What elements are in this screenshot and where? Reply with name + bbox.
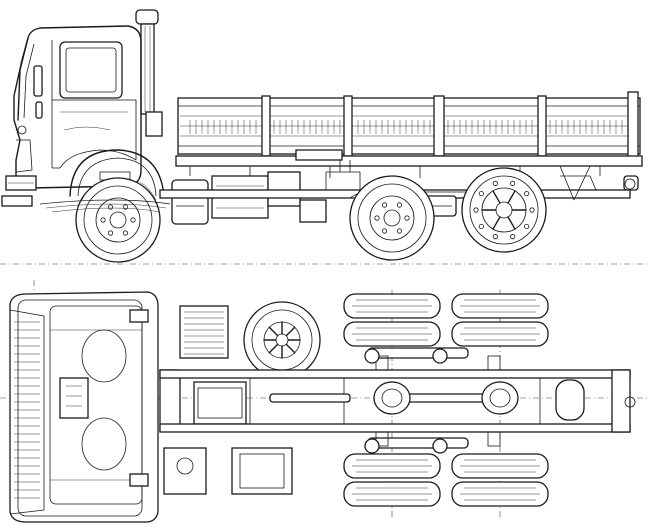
wheel-lug	[381, 202, 388, 208]
wheel-lug	[396, 228, 403, 234]
cab-top	[9, 291, 159, 523]
rear-support	[559, 165, 591, 201]
wheel-lug	[492, 234, 498, 240]
tail-light	[624, 178, 636, 190]
wheel-lug	[374, 215, 380, 221]
front-wheel	[69, 149, 165, 263]
exhaust-stack	[135, 9, 163, 137]
frame-rails	[159, 369, 636, 433]
rear-wheel	[461, 167, 547, 253]
wheel-lug	[510, 180, 516, 186]
wheel-lug	[107, 204, 114, 210]
wheel-lug	[529, 207, 535, 213]
wheel-lug	[100, 217, 106, 223]
wheel-spoke	[285, 343, 296, 354]
engine-block	[159, 305, 293, 495]
wheel-lug	[107, 230, 114, 236]
wheel-spoke	[285, 326, 296, 337]
wheel-lug	[404, 215, 410, 221]
spare-wheel	[243, 301, 321, 379]
wheel-lug	[473, 207, 479, 213]
wheel-spoke	[507, 190, 516, 204]
axles	[364, 347, 501, 454]
wheel-lug	[524, 223, 530, 230]
middle-rear-wheel	[349, 175, 435, 261]
wheel-spoke	[268, 326, 279, 337]
wheel-lug	[381, 228, 388, 234]
wheel-spoke	[492, 216, 501, 230]
tire-pairs	[343, 293, 549, 507]
wheel-lug	[524, 190, 530, 197]
wheel-spoke	[507, 216, 516, 230]
wheel-lug	[122, 230, 129, 236]
wheel-lug	[396, 202, 403, 208]
wheel-spoke	[268, 343, 279, 354]
wheel-lug	[478, 190, 484, 197]
wheel-lug	[510, 234, 516, 240]
wheel-lug	[478, 223, 484, 230]
wheel-lug	[122, 204, 129, 210]
wheel-lug	[130, 217, 136, 223]
wheel-lug	[492, 180, 498, 186]
cargo-bed	[175, 91, 643, 178]
wheel-spoke	[492, 190, 501, 204]
cab	[5, 25, 142, 191]
